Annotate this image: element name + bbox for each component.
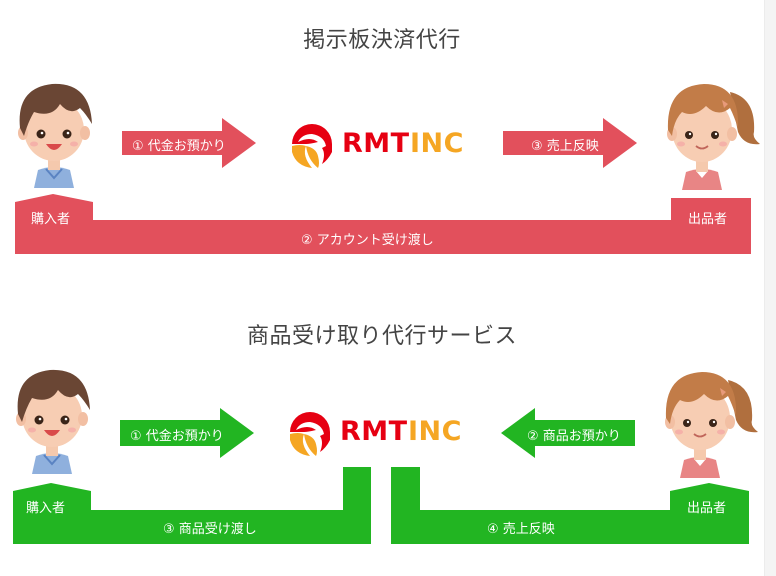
scrollbar[interactable] [764, 0, 776, 576]
buyer-label: 購入者 [31, 212, 71, 227]
logo-inc-text: INC [408, 416, 462, 447]
boy-avatar-icon [12, 78, 96, 190]
account-transfer-bar: 購入者 出品者 ② アカウント受け渡し [15, 194, 751, 254]
bar-label: ③ 商品受け渡し [163, 522, 257, 537]
arrow-label: ① 代金お預かり [130, 429, 224, 444]
arrow-deposit-payment: ① 代金お預かり [120, 408, 254, 458]
arrow-label: ③ 売上反映 [531, 139, 599, 154]
logo-rmt-text: RMT [340, 416, 408, 447]
arrow-deposit-payment: ① 代金お預かり [122, 118, 256, 168]
arrow-sales-reflection: ③ 売上反映 [503, 118, 637, 168]
seller-label: 出品者 [688, 212, 728, 227]
rmt-logo-icon [288, 122, 336, 170]
bar-label: ④ 売上反映 [487, 522, 555, 537]
sales-reflection-bar: 出品者 ④ 売上反映 [391, 467, 749, 544]
section2-title: 商品受け取り代行サービス [246, 324, 517, 349]
buyer-label: 購入者 [26, 501, 66, 516]
girl-avatar-icon [664, 72, 764, 190]
rmt-logo-icon [286, 410, 334, 458]
bar-label: ② アカウント受け渡し [301, 233, 434, 248]
logo-inc-text: INC [410, 128, 464, 159]
seller-label: 出品者 [687, 501, 727, 516]
arrow-label: ② 商品お預かり [527, 429, 621, 444]
boy-avatar-icon [10, 364, 94, 476]
section1-title: 掲示板決済代行 [303, 28, 461, 53]
logo-rmt-text: RMT [342, 128, 410, 159]
arrow-item-deposit: ② 商品お預かり [501, 408, 635, 458]
item-handover-bar: 購入者 ③ 商品受け渡し [13, 467, 371, 544]
arrow-label: ① 代金お預かり [132, 139, 226, 154]
girl-avatar-icon [662, 360, 762, 478]
